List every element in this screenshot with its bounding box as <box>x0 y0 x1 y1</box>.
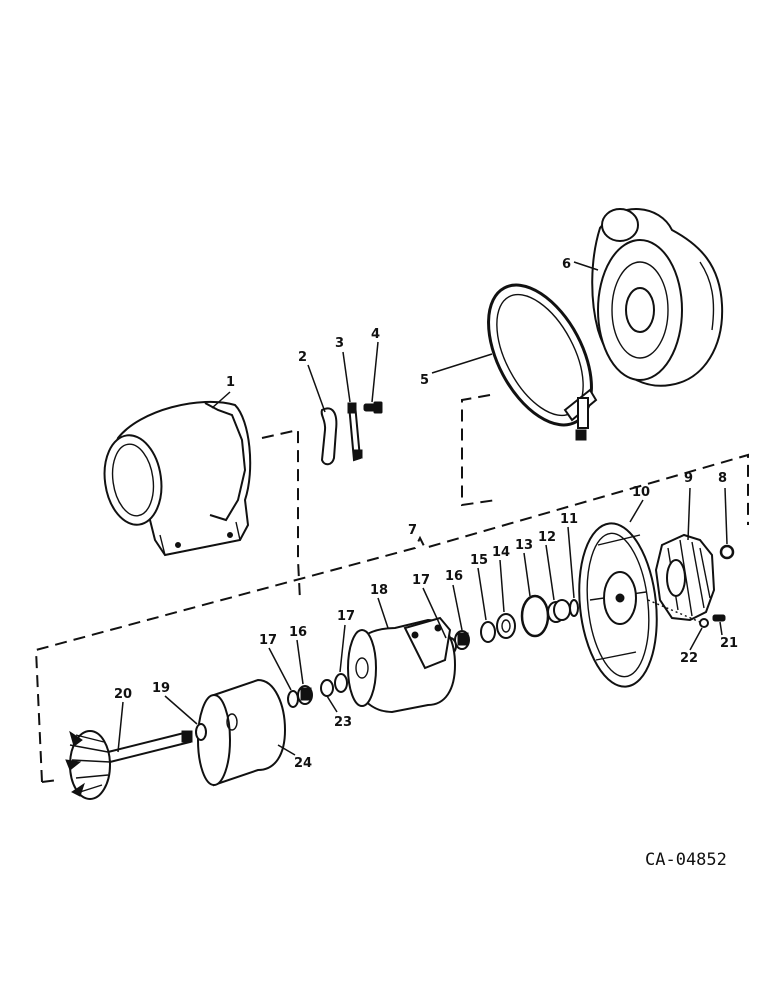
ring-part-17-middle <box>334 673 348 693</box>
seal-ring-part-13 <box>520 594 550 638</box>
callout-14: 14 <box>492 545 510 560</box>
turbine-wheel-dashed-line <box>41 779 59 783</box>
leader-lines <box>117 261 728 756</box>
backplate <box>578 522 658 688</box>
drawing-code: CA-04852 <box>645 850 727 870</box>
callout-1: 1 <box>226 375 235 390</box>
callout-23: 23 <box>334 715 352 730</box>
ring-part-17-left <box>287 690 299 708</box>
bearing-part-16-left <box>297 685 313 705</box>
callout-17: 17 <box>412 573 430 588</box>
callout-6: 6 <box>562 257 571 272</box>
clamp-connector-dashed-line <box>461 394 497 507</box>
callout-8: 8 <box>718 471 727 486</box>
seal-ring-part-19 <box>195 723 207 741</box>
compressor-wheel <box>654 533 716 622</box>
turbine-housing <box>103 401 252 557</box>
callout-19: 19 <box>152 681 170 696</box>
bearing-part-16-right <box>454 630 470 650</box>
callout-3: 3 <box>335 336 344 351</box>
callout-10: 10 <box>632 485 650 500</box>
callout-20: 20 <box>114 687 132 702</box>
callout-17: 17 <box>337 609 355 624</box>
ring-part-11 <box>569 599 579 617</box>
piston-ring-part-23 <box>320 679 334 697</box>
callout-4: 4 <box>371 327 380 342</box>
callout-labels: 1 2 3 4 5 6 7 8 9 10 11 12 13 14 15 16 1… <box>114 257 738 771</box>
assembly-boundary-dashed-line <box>34 453 749 783</box>
callout-17: 17 <box>259 633 277 648</box>
callout-22: 22 <box>680 651 698 666</box>
callout-15: 15 <box>470 553 488 568</box>
callout-16: 16 <box>289 625 307 640</box>
screw-part-21 <box>712 614 726 622</box>
heat-shield <box>197 678 287 787</box>
v-band-clamp <box>487 283 598 441</box>
turbine-wheel-shaft <box>65 730 193 800</box>
callout-11: 11 <box>560 512 578 527</box>
callout-13: 13 <box>515 538 533 553</box>
callout-12: 12 <box>538 530 556 545</box>
callout-5: 5 <box>420 373 429 388</box>
callout-21: 21 <box>720 636 738 651</box>
compressor-housing <box>591 208 724 387</box>
lock-plate-part-3 <box>347 402 363 462</box>
lock-plate-part-2 <box>320 407 338 466</box>
lockwasher-part-22 <box>699 618 709 628</box>
bolt-part-4 <box>363 401 383 414</box>
callout-16: 16 <box>445 569 463 584</box>
callout-24: 24 <box>294 756 312 771</box>
callout-2: 2 <box>298 350 307 365</box>
spacer-part-12 <box>547 599 571 623</box>
callout-18: 18 <box>370 583 388 598</box>
washer-part-15 <box>480 621 496 643</box>
thrust-collar-part-14 <box>496 613 516 639</box>
turbine-housing-connector-dashed-line <box>261 428 301 601</box>
center-housing <box>347 616 457 714</box>
callout-7: 7 <box>408 523 417 538</box>
callout-9: 9 <box>684 471 693 486</box>
nut-part-8 <box>719 544 735 560</box>
